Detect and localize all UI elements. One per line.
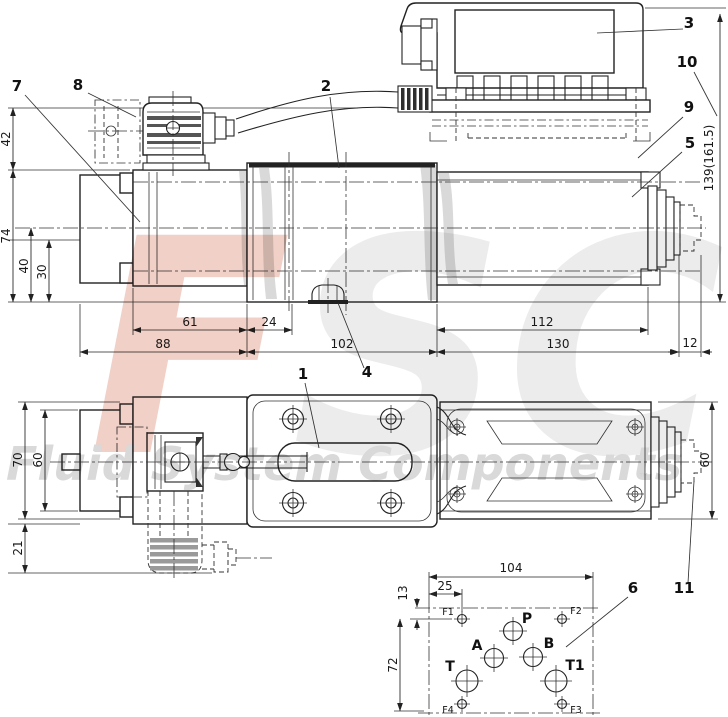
watermark: FSC Fluid System Components ™ (6, 176, 725, 523)
watermark-trademark: ™ (638, 471, 650, 485)
dim-74: 74 (0, 228, 13, 243)
dim-61: 61 (182, 315, 197, 329)
watermark-wordmark: Fluid System Components (6, 437, 682, 491)
watermark-logo-f: F (88, 176, 292, 523)
callout-11: 11 (674, 579, 695, 597)
dim-40: 40 (17, 258, 31, 273)
port-label-t: T (445, 659, 455, 675)
callout-6: 6 (628, 579, 638, 597)
callout-4: 4 (362, 363, 372, 381)
side-view-geometry (8, 7, 726, 315)
port-label-b: B (544, 636, 555, 652)
port-label-p: P (522, 611, 532, 627)
port-label-f4: F4 (442, 705, 454, 716)
dim-21: 21 (11, 540, 25, 555)
port-labels: P A B T T1 F1 F2 F4 F3 (442, 606, 584, 716)
dim-25: 25 (437, 579, 452, 593)
module-display (454, 9, 615, 74)
port-holes (451, 611, 572, 712)
dim-60-right: 60 (698, 452, 712, 467)
dimension-labels: 42 74 40 30 61 24 112 88 102 130 12 139(… (0, 125, 716, 673)
port-face-view (415, 598, 600, 717)
dim-42: 42 (0, 131, 13, 146)
dim-139: 139(161.5) (702, 125, 716, 192)
dim-13: 13 (396, 585, 410, 600)
callout-2: 2 (321, 77, 331, 95)
callout-8: 8 (73, 76, 83, 94)
callout-labels: 7 8 2 3 10 9 5 1 4 6 11 (12, 14, 698, 597)
dim-70: 70 (11, 452, 25, 467)
dim-130: 130 (547, 337, 570, 351)
callout-7: 7 (12, 77, 22, 95)
dim-24: 24 (261, 315, 276, 329)
port-label-f2: F2 (570, 606, 582, 617)
port-label-f3: F3 (570, 705, 582, 716)
callout-1: 1 (298, 365, 308, 383)
plan-view-geometry (50, 394, 712, 580)
dim-72: 72 (386, 657, 400, 672)
port-label-t1: T1 (565, 658, 584, 674)
dim-102: 102 (331, 337, 354, 351)
dim-104: 104 (500, 561, 523, 575)
callout-9: 9 (684, 98, 694, 116)
electronics-module (235, 2, 651, 142)
plug-alternate-position (94, 99, 141, 164)
mounting-screws (279, 405, 405, 517)
cable (235, 90, 399, 120)
dim-12: 12 (682, 336, 697, 350)
dim-30: 30 (35, 264, 49, 279)
port-label-f1: F1 (442, 607, 454, 618)
watermark-logo-sc: SC (292, 176, 725, 523)
callout-3: 3 (684, 14, 694, 32)
callout-5: 5 (685, 134, 695, 152)
module-connector (401, 18, 438, 71)
callout-leaders (24, 28, 718, 648)
dim-88: 88 (155, 337, 170, 351)
din-plug-assembly (88, 91, 235, 176)
callout-10: 10 (677, 53, 698, 71)
dim-60-left: 60 (31, 452, 45, 467)
port-label-a: A (472, 638, 483, 654)
cable-gland (397, 85, 433, 113)
dim-112: 112 (531, 315, 554, 329)
dimensions (8, 13, 723, 712)
watermark-logo: FSC (88, 176, 725, 523)
cover-screws (448, 418, 644, 503)
